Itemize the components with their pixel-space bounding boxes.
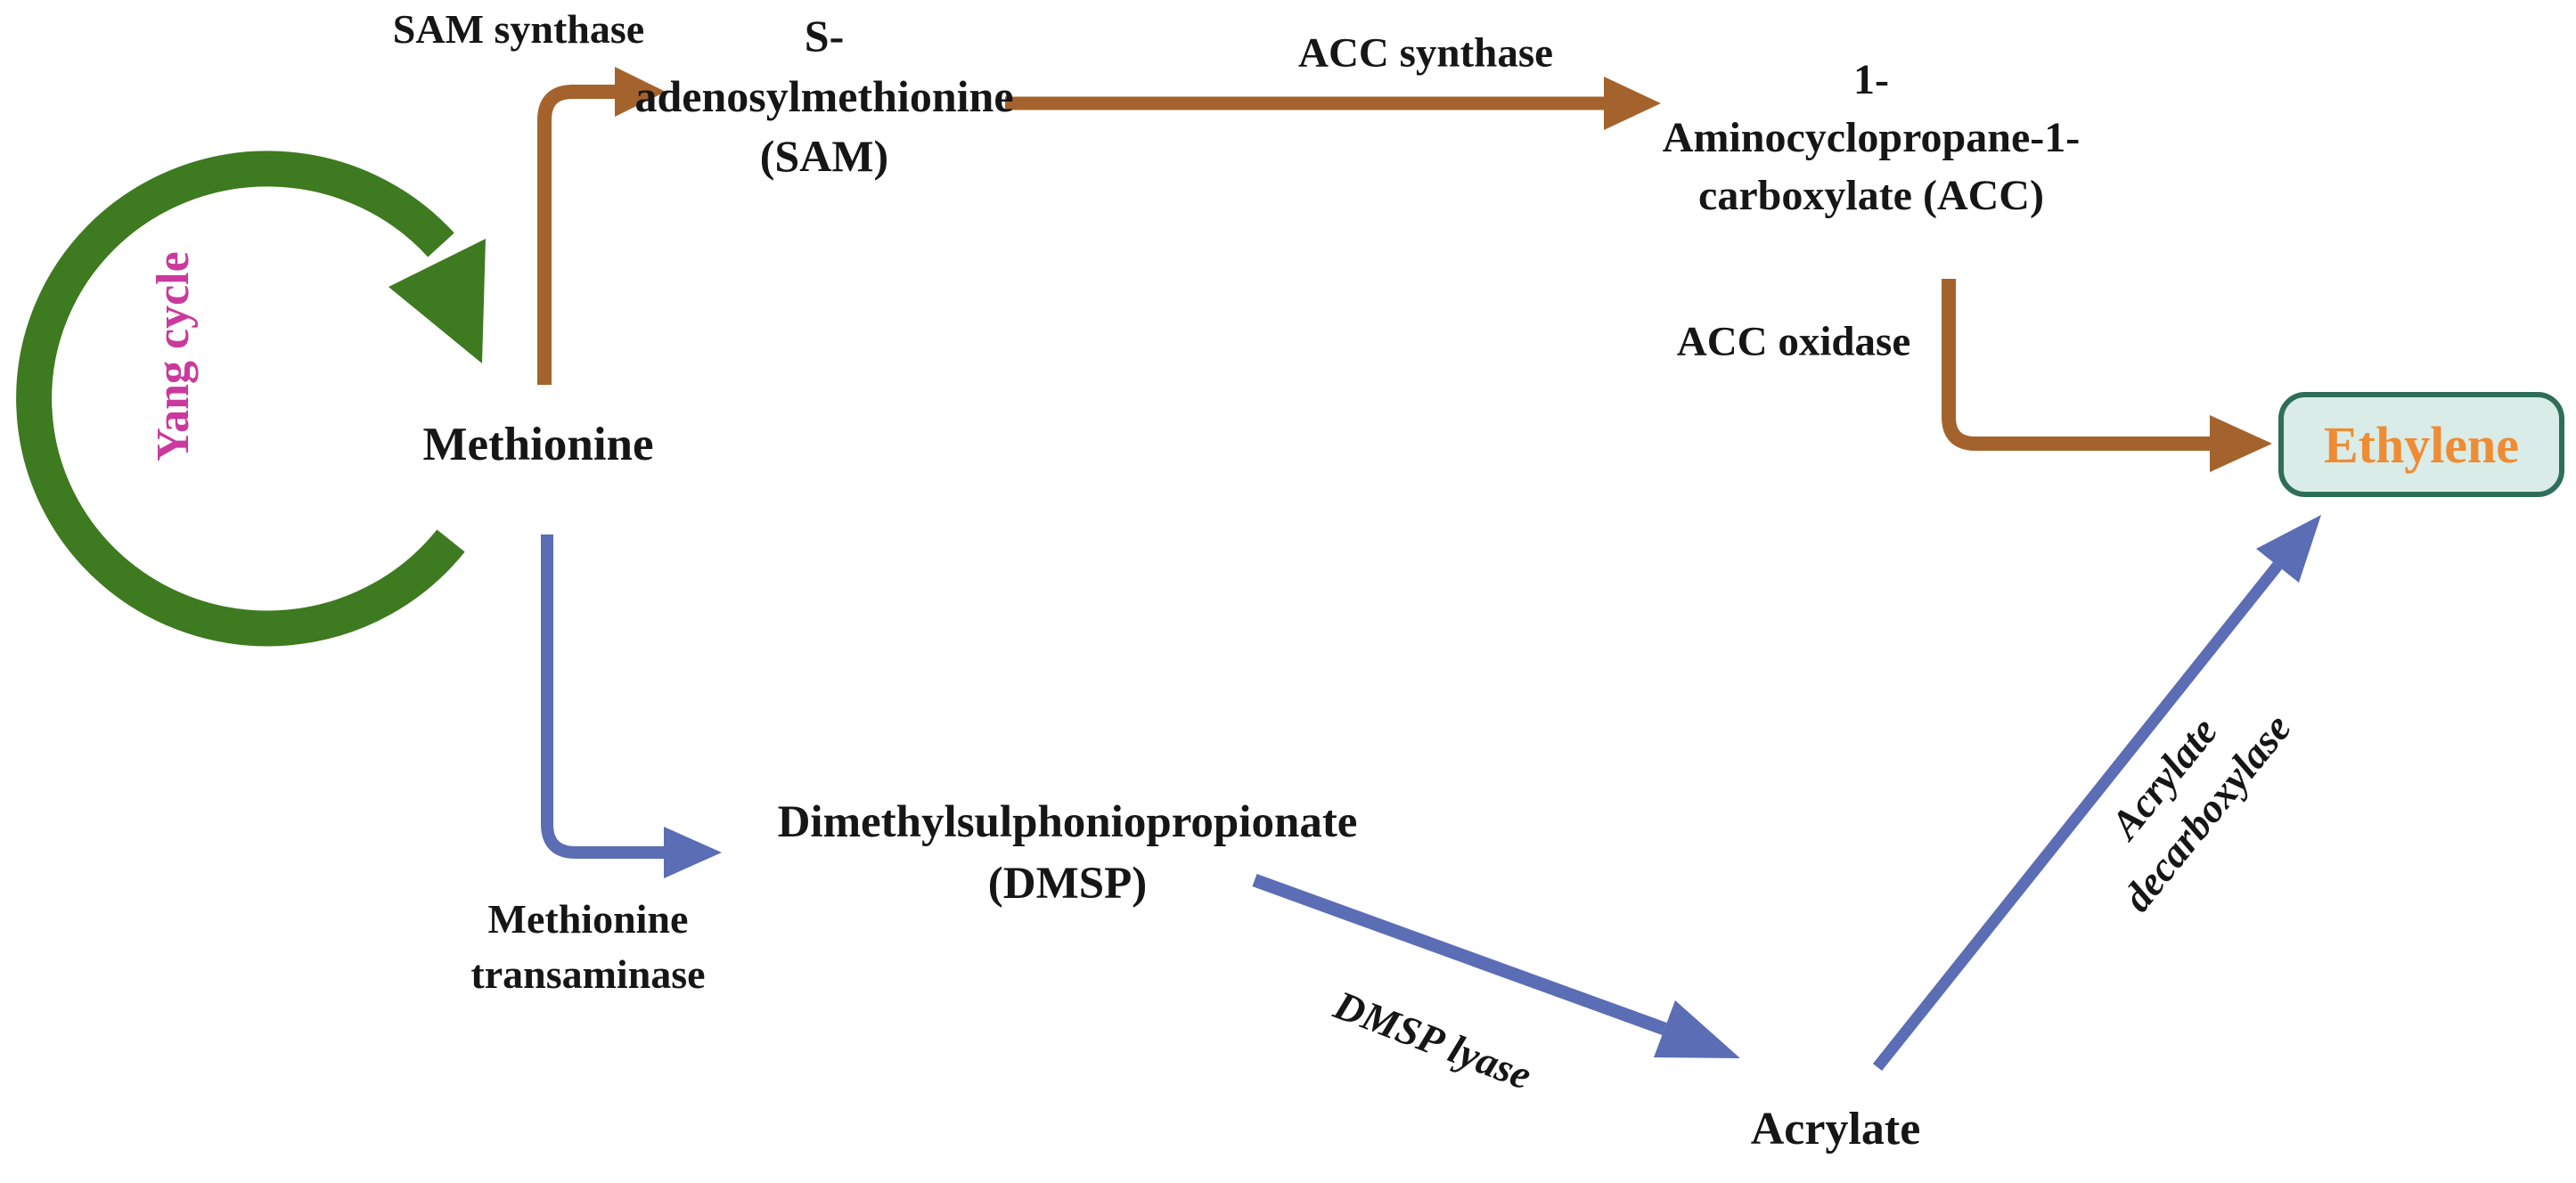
dmsp-to-acrylate-arrow [1252,873,1667,1036]
node-acrylate: Acrylate [1750,1103,1921,1154]
methionine-to-dmsp-arrow [541,534,666,859]
yang-cycle-label: Yang cycle [147,251,199,461]
methionine-to-sam-arrowhead-icon [615,67,666,117]
enzyme-acc-oxidase-label: ACC oxidase [1676,318,1911,365]
acrylate-to-ethylene-arrowhead-icon [2256,515,2321,583]
methionine-to-sam-arrow [537,85,617,385]
sam-to-acc-arrowhead-icon [1604,77,1661,130]
node-methionine: Methionine [422,419,654,471]
acrylate-to-ethylene-arrow [1872,561,2283,1072]
acc-to-ethylene-arrow [1942,279,2212,451]
enzyme-methionine-transaminase-label: Methionine transaminase [470,895,706,997]
node-acc: 1- Aminocyclopropane-1- carboxylate (ACC… [1662,55,2081,219]
yang-cycle-arrowhead-icon [388,239,486,363]
node-dmsp: Dimethylsulphoniopropionate (DMSP) [777,797,1358,909]
acc-to-ethylene-arrowhead-icon [2210,415,2272,472]
enzyme-sam-synthase-label: SAM synthase [392,5,645,52]
dmsp-to-acrylate-arrowhead-icon [1654,1000,1740,1058]
node-ethylene-label: Ethylene [2323,415,2520,474]
enzyme-acc-synthase-label: ACC synthase [1298,29,1553,77]
node-sam: S- adenosylmethionine (SAM) [634,10,1014,181]
yang-cycle-arrow [16,151,465,647]
methionine-to-dmsp-arrowhead-icon [664,827,722,878]
node-ethylene-box: Ethylene [2278,392,2564,497]
